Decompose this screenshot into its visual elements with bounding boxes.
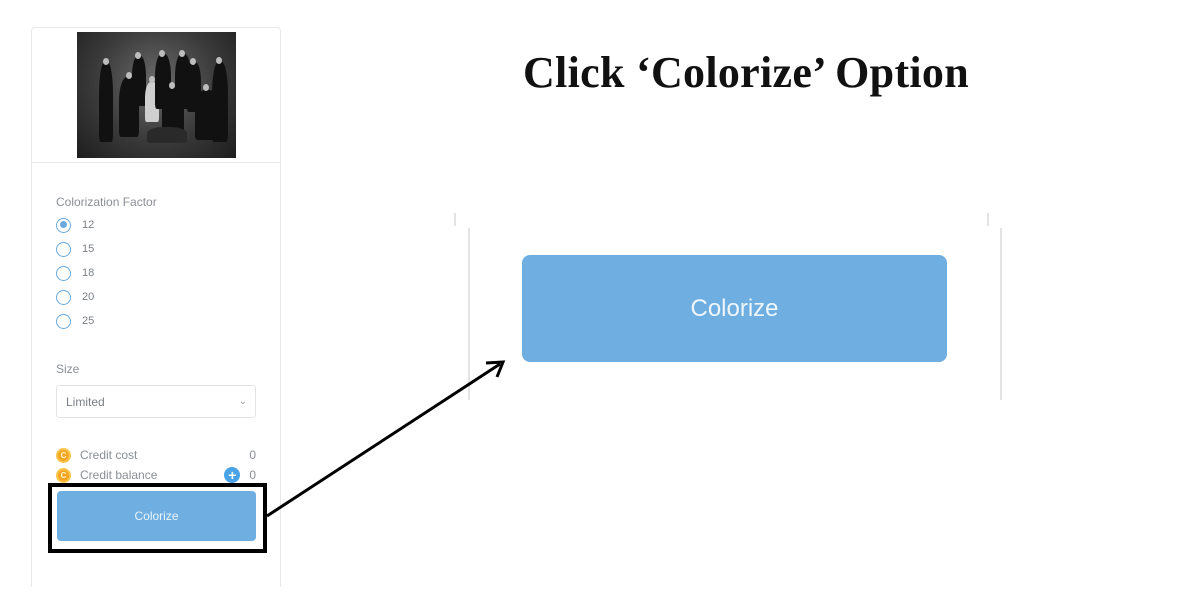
zoom-frame-tick-left [454, 213, 456, 226]
add-credits-icon[interactable]: + [224, 467, 241, 483]
credit-cost-row: C Credit cost 0 [56, 445, 256, 465]
chevron-down-icon: ⌄ [238, 396, 247, 407]
radio-label: 15 [82, 243, 95, 255]
coin-icon: C [56, 447, 71, 463]
coin-icon: C [56, 467, 71, 483]
radio-option-25[interactable]: 25 [56, 309, 256, 333]
size-label: Size [56, 362, 80, 376]
radio-option-12[interactable]: 12 [56, 213, 256, 237]
radio-option-20[interactable]: 20 [56, 285, 256, 309]
radio-label: 12 [82, 219, 95, 231]
radio-button[interactable] [56, 313, 71, 329]
zoomed-colorize-button[interactable]: Colorize [522, 255, 947, 362]
colorize-button[interactable]: Colorize [57, 491, 256, 541]
radio-button-checked[interactable] [56, 217, 71, 233]
colorization-factor-group: 12 15 18 20 25 [56, 213, 256, 333]
thumbnail-container [32, 28, 280, 163]
radio-button[interactable] [56, 265, 71, 281]
credit-balance-row: C Credit balance + 0 [56, 465, 256, 485]
photo-thumbnail [76, 32, 236, 158]
colorization-factor-label: Colorization Factor [56, 195, 157, 209]
radio-button[interactable] [56, 289, 71, 305]
settings-panel: Colorization Factor 12 15 18 20 25 [31, 27, 281, 587]
credit-balance-value: 0 [249, 468, 256, 482]
size-select-value: Limited [66, 394, 105, 409]
credit-cost-value: 0 [249, 448, 256, 462]
size-select[interactable]: Limited ⌄ [56, 385, 256, 418]
radio-label: 18 [82, 267, 95, 279]
credit-cost-label: Credit cost [80, 448, 138, 462]
credit-info: C Credit cost 0 C Credit balance + 0 [56, 445, 256, 485]
radio-option-15[interactable]: 15 [56, 237, 256, 261]
radio-label: 25 [82, 315, 95, 327]
zoomed-view-frame [468, 228, 1002, 400]
credit-balance-label: Credit balance [80, 468, 158, 482]
radio-option-18[interactable]: 18 [56, 261, 256, 285]
radio-label: 20 [82, 291, 95, 303]
radio-button[interactable] [56, 241, 71, 257]
zoom-frame-tick-right [987, 213, 989, 226]
annotation-title: Click ‘Colorize’ Option [522, 48, 970, 97]
